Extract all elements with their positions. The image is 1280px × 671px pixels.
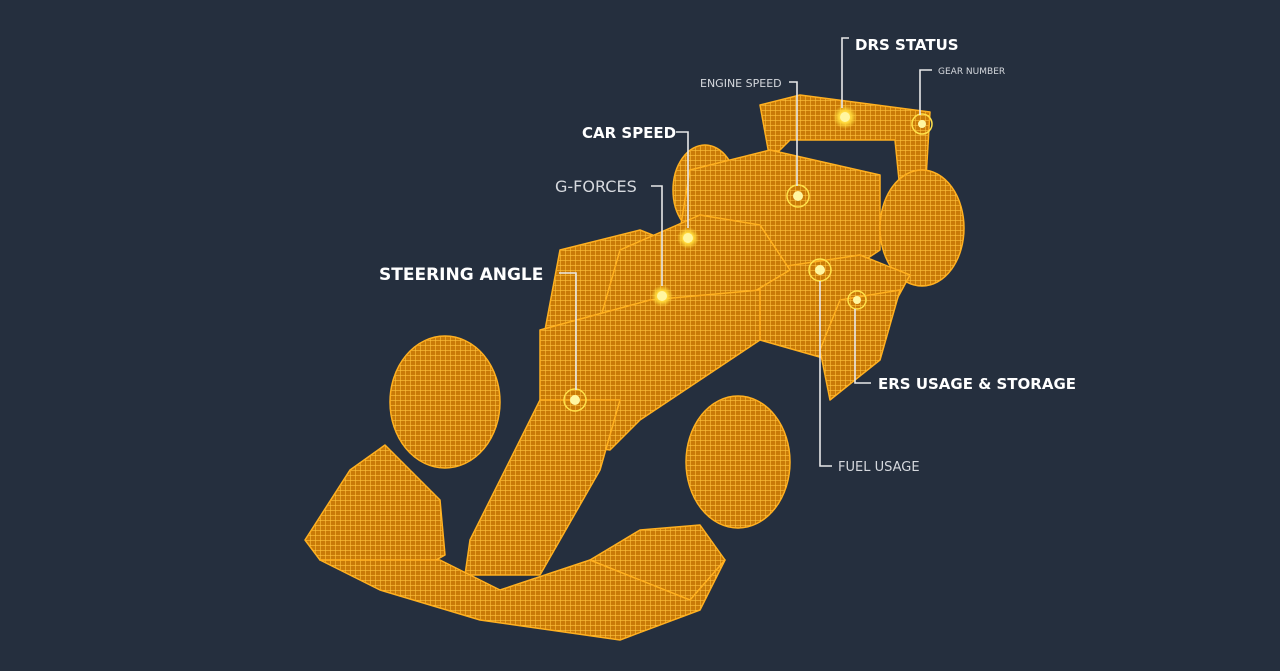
- leader-lines: [559, 37, 932, 467]
- leader-drs: [841, 37, 849, 108]
- rear-right-wheel: [879, 169, 965, 287]
- label-drs-status: DRS STATUS: [855, 36, 959, 54]
- leader-steering: [559, 272, 577, 390]
- nose: [464, 399, 621, 576]
- sensor-gear: [911, 113, 933, 135]
- front-right-wheel: [685, 395, 791, 529]
- leader-gear: [919, 69, 932, 115]
- leader-fuel: [819, 281, 832, 467]
- label-ers-usage: ERS USAGE & STORAGE: [878, 375, 1076, 393]
- leader-engine: [789, 81, 798, 186]
- leader-car-speed: [676, 131, 689, 228]
- leader-ers: [854, 309, 871, 384]
- sensor-ers: [847, 290, 867, 310]
- label-g-forces: G-FORCES: [555, 177, 637, 196]
- sensor-drs: [833, 105, 857, 129]
- front-wing-right: [589, 524, 726, 601]
- sensor-points: [563, 105, 933, 412]
- label-steering-angle: STEERING ANGLE: [379, 265, 543, 285]
- label-engine-speed: ENGINE SPEED: [700, 77, 782, 90]
- sensor-g-forces: [651, 285, 673, 307]
- race-car-wireframe: [304, 94, 965, 641]
- front-left-wheel: [389, 335, 501, 469]
- labels: DRS STATUS ENGINE SPEED GEAR NUMBER CAR …: [379, 36, 1076, 475]
- sensor-car-speed: [677, 227, 699, 249]
- label-gear-number: GEAR NUMBER: [938, 67, 1005, 77]
- sensor-engine: [786, 184, 810, 208]
- label-car-speed: CAR SPEED: [582, 124, 676, 142]
- sensor-steering: [563, 388, 587, 412]
- leader-g-forces: [651, 185, 663, 286]
- label-fuel-usage: FUEL USAGE: [838, 460, 920, 475]
